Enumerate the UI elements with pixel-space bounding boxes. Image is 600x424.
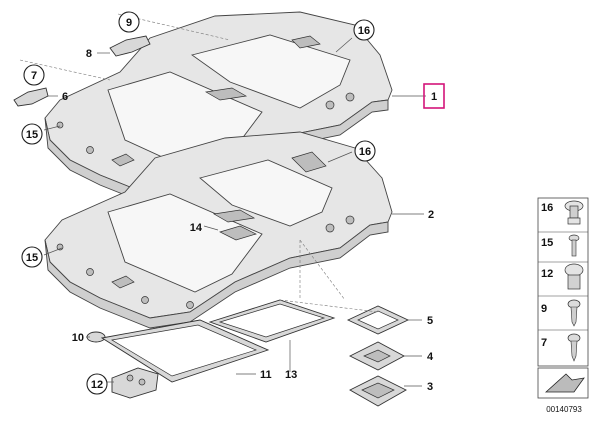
callout-11: 11 [260,369,272,381]
callout-16-lower: 16 [354,140,376,162]
callout-4: 4 [427,351,434,363]
lamp-part-14[interactable] [219,225,257,241]
leader-lines [43,37,426,387]
callout-10: 10 [72,332,84,344]
frame-part-11[interactable] [100,319,270,383]
svg-text:1: 1 [431,91,437,103]
callout-5: 5 [427,315,433,327]
legend-item-7: 7 [541,337,547,349]
legend-item-15: 15 [541,237,553,249]
screw-icon [568,234,580,257]
tapping-screw-icon [567,299,581,327]
callout-3: 3 [427,381,433,393]
diagram-id: 00140793 [546,405,582,414]
callout-6: 6 [62,91,68,103]
cover-part-3[interactable] [349,375,407,407]
legend-item-16: 16 [541,202,553,214]
clip-part-6[interactable] [13,87,49,107]
callout-7: 7 [23,64,45,86]
console-button-icon [126,374,134,382]
callout-15-upper: 15 [21,123,43,145]
callout-14: 14 [190,222,203,234]
console-button-icon [138,378,146,386]
callout-2: 2 [428,209,434,221]
svg-text:12: 12 [91,379,103,391]
callout-12: 12 [86,373,108,395]
legend-item-12: 12 [541,268,553,280]
svg-text:15: 15 [26,252,38,264]
callout-8: 8 [86,48,92,60]
push-clip-icon [564,200,584,225]
fastener-legend: 16 15 12 9 7 [537,197,589,399]
svg-text:9: 9 [126,17,132,29]
callout-1-highlighted[interactable]: 1 [423,83,445,109]
trim-part-4[interactable] [348,341,405,371]
svg-text:16: 16 [359,146,371,158]
trim-part-5[interactable] [346,305,410,335]
callout-9: 9 [118,11,140,33]
expanding-nut-icon [564,263,584,290]
headliner-lower[interactable] [44,131,393,329]
console-part-12[interactable] [111,367,159,399]
svg-text:7: 7 [31,70,37,82]
arrow-icon [544,373,585,393]
svg-text:16: 16 [358,25,370,37]
callout-15-lower: 15 [21,246,43,268]
fillister-screw-icon [567,333,581,362]
assembly-dashed-lines [19,13,379,313]
svg-text:15: 15 [26,129,38,141]
callout-13: 13 [285,369,297,381]
clip-part-8[interactable] [109,35,151,57]
legend-item-9: 9 [541,303,547,315]
frame-part-13[interactable] [208,299,336,343]
callout-16-upper: 16 [353,19,375,41]
